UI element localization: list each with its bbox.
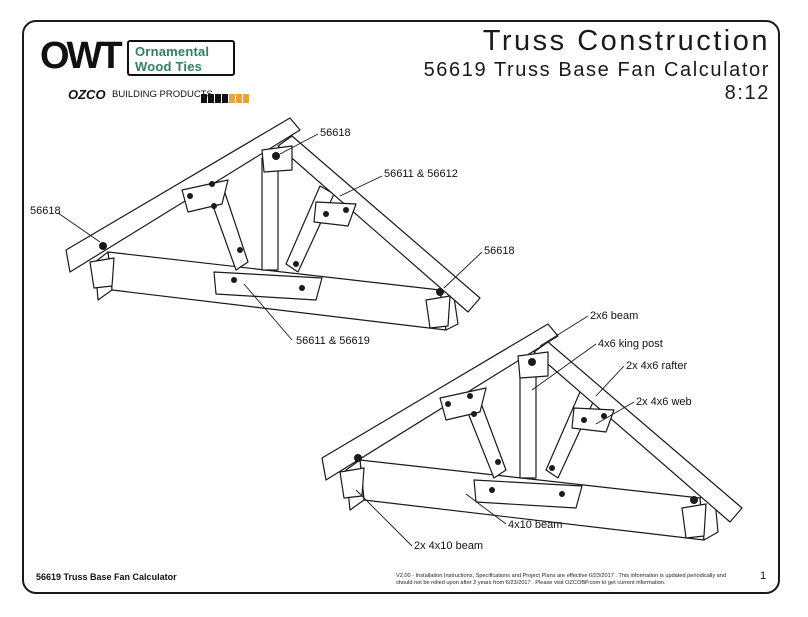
- footer-disclaimer: V2.00 - Installation Instructions, Speci…: [396, 573, 727, 586]
- top-king-post: [261, 157, 279, 271]
- leader-lines: [57, 133, 635, 547]
- bottom-gusset-base: [473, 479, 583, 509]
- callout-rafter: 2x 4x6 rafter: [626, 360, 688, 372]
- ozco-color-bars-icon: [201, 90, 250, 108]
- logo-line-2: Wood Ties: [135, 59, 203, 74]
- page-subtitle: 56619 Truss Base Fan Calculator: [423, 59, 770, 81]
- ozco-tagline: BUILDING PRODUCTS: [112, 89, 213, 100]
- sheet-border: [22, 20, 780, 594]
- owt-logo-mark: OWT: [40, 35, 123, 77]
- footer-doc-name: 56619 Truss Base Fan Calculator: [36, 572, 177, 582]
- callout-top-peak: 56618: [320, 127, 351, 139]
- callout-top-base: 56611 & 56619: [296, 335, 370, 347]
- callout-base-double: 2x 4x10 beam: [414, 540, 484, 552]
- ozco-logo: OZCO: [68, 87, 106, 102]
- callout-top-left-heel: 56618: [30, 205, 61, 217]
- bottom-rafter-left: [321, 323, 559, 481]
- truss-top: [65, 117, 481, 331]
- logo-line-1: Ornamental: [135, 44, 210, 59]
- callout-base-beam: 4x10 beam: [508, 519, 563, 531]
- owt-logo-box: Ornamental Wood Ties: [127, 40, 235, 76]
- top-web-right: [285, 185, 335, 273]
- callout-top-right-heel: 56618: [484, 245, 515, 257]
- callout-king-post: 4x6 king post: [598, 338, 663, 350]
- callout-web: 2x 4x6 web: [636, 396, 692, 408]
- bolt-markers: [99, 152, 698, 504]
- top-rafter-right: [277, 135, 481, 313]
- bottom-web-right: [545, 391, 595, 479]
- bottom-king-post: [519, 363, 537, 479]
- truss-bottom: [321, 323, 743, 541]
- title-block: Truss Construction 56619 Truss Base Fan …: [424, 24, 770, 104]
- page-number: 1: [760, 570, 767, 582]
- pitch-label: 8:12: [724, 82, 770, 104]
- callout-top-rafter: 56611 & 56612: [384, 168, 458, 180]
- bottom-rafter-right: [533, 341, 743, 523]
- page-title: Truss Construction: [482, 25, 770, 57]
- callout-beam: 2x6 beam: [590, 310, 639, 322]
- top-gusset-base: [213, 271, 323, 301]
